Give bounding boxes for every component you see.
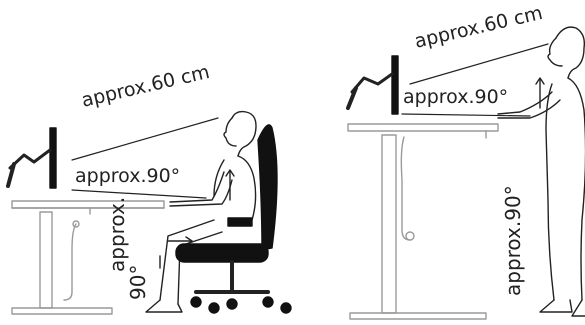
standing-desk-height-label: approx.90° <box>503 185 523 296</box>
standing-monitor-arm-icon <box>348 56 398 114</box>
sitting-knee-angle-label-line2: 90° <box>128 265 148 300</box>
standing-elbow-angle-label: approx.90° <box>403 88 508 107</box>
office-chair-icon <box>176 125 291 313</box>
sitting-knee-angle-label-line1: approx. <box>107 197 127 272</box>
person-sitting-icon <box>146 112 256 312</box>
sitting-elbow-angle-label: approx.90° <box>75 167 180 186</box>
standing-desk-icon <box>348 124 498 319</box>
monitor-arm-icon <box>8 128 56 188</box>
